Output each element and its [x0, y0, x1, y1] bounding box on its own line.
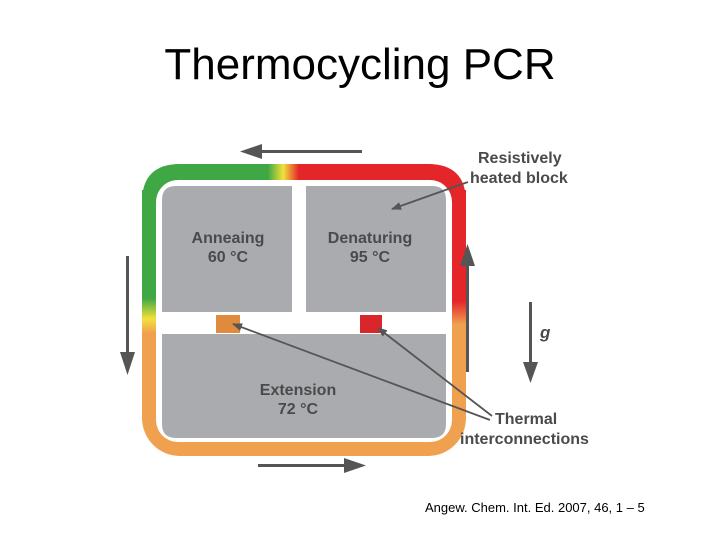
annealing-chamber: [162, 186, 292, 312]
block-label-line2: heated block: [470, 170, 568, 187]
thermal-label-line1: Thermal: [495, 411, 557, 428]
extension-label: Extension: [260, 382, 336, 399]
thermal-pad-denature: [360, 315, 382, 333]
chambers: [162, 186, 446, 438]
annealing-temp: 60 °C: [208, 249, 249, 266]
thermal-pointer-anneal-icon: [232, 323, 491, 421]
thermal-pointer-denature-icon: [377, 327, 493, 417]
gravity-label: g: [539, 323, 551, 342]
annealing-label: Anneaing: [192, 230, 265, 247]
citation: Angew. Chem. Int. Ed. 2007, 46, 1 – 5: [425, 500, 645, 515]
denaturing-temp: 95 °C: [350, 249, 391, 266]
arrow-left-icon: [240, 144, 362, 159]
arrow-down-icon: [120, 256, 135, 375]
flow-arrows: [120, 144, 538, 473]
thermal-pad-anneal: [216, 315, 240, 333]
denaturing-label: Denaturing: [328, 230, 412, 247]
arrow-up-icon: [460, 244, 475, 372]
denaturing-chamber: [306, 186, 446, 312]
pointer-lines: [232, 181, 493, 421]
slide-title: Thermocycling PCR: [164, 40, 556, 89]
thermal-label-line2: interconnections: [460, 431, 589, 448]
gravity-arrow-icon: [523, 302, 538, 383]
block-label-line1: Resistively: [478, 150, 562, 167]
extension-chamber: [162, 334, 446, 438]
arrow-right-icon: [258, 458, 366, 473]
block-pointer-icon: [391, 181, 469, 210]
extension-temp: 72 °C: [278, 401, 319, 418]
